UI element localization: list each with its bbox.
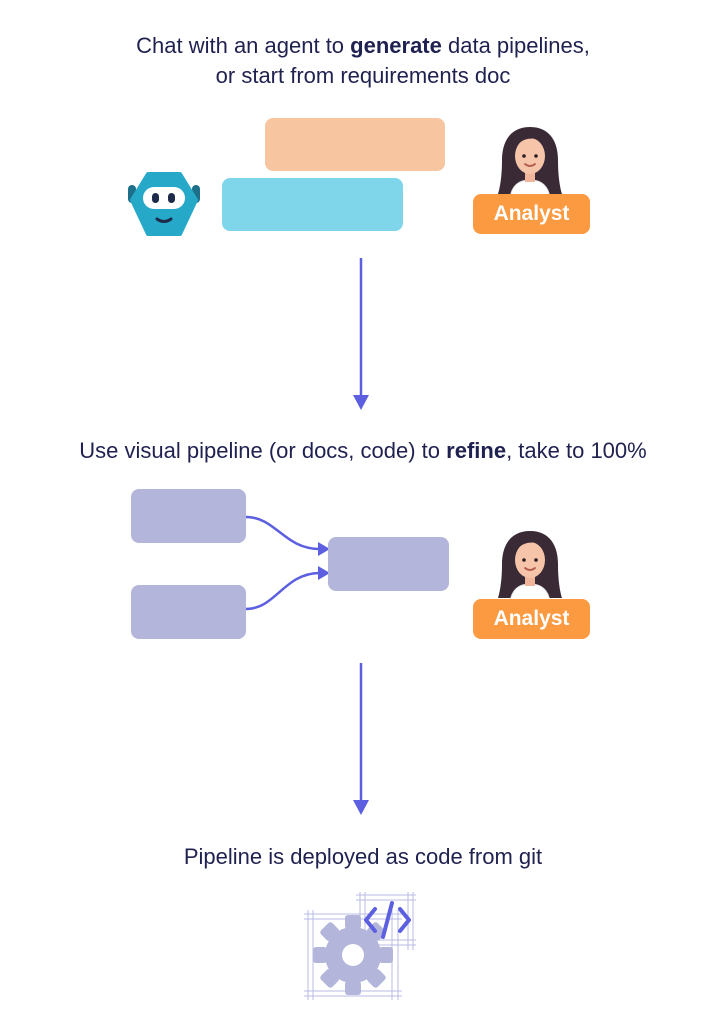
pipeline-connectors — [245, 515, 330, 611]
pipeline-source-node-2[interactable] — [131, 585, 246, 639]
step1-caption-text: Chat with an agent to — [136, 33, 351, 58]
agent-chat-bubble — [222, 178, 403, 231]
step2-caption-text: Use visual pipeline (or docs, code) to — [79, 438, 447, 463]
step1-caption-bold: generate — [350, 33, 442, 58]
analyst-badge: Analyst — [473, 194, 590, 234]
gear-code-icon — [304, 892, 416, 1000]
woman-avatar-icon — [498, 127, 562, 198]
flow-arrow-2 — [353, 663, 369, 815]
pipeline-source-node-1[interactable] — [131, 489, 246, 543]
step1-caption: Chat with an agent to generate data pipe… — [0, 31, 726, 91]
flow-arrow-1 — [353, 258, 369, 410]
step2-caption: Use visual pipeline (or docs, code) to r… — [0, 436, 726, 466]
robot-icon — [128, 172, 200, 236]
analyst-badge: Analyst — [473, 599, 590, 639]
step3-caption: Pipeline is deployed as code from git — [183, 844, 543, 869]
step1-caption-line2: or start from requirements doc — [215, 63, 511, 88]
pipeline-target-node[interactable] — [328, 537, 449, 591]
step2-caption-bold: refine — [446, 438, 507, 463]
step2-caption-text-end: , take to 100% — [506, 438, 647, 463]
step1-caption-text-end: data pipelines, — [441, 33, 590, 58]
woman-avatar-icon — [498, 531, 562, 602]
user-chat-bubble — [265, 118, 445, 171]
